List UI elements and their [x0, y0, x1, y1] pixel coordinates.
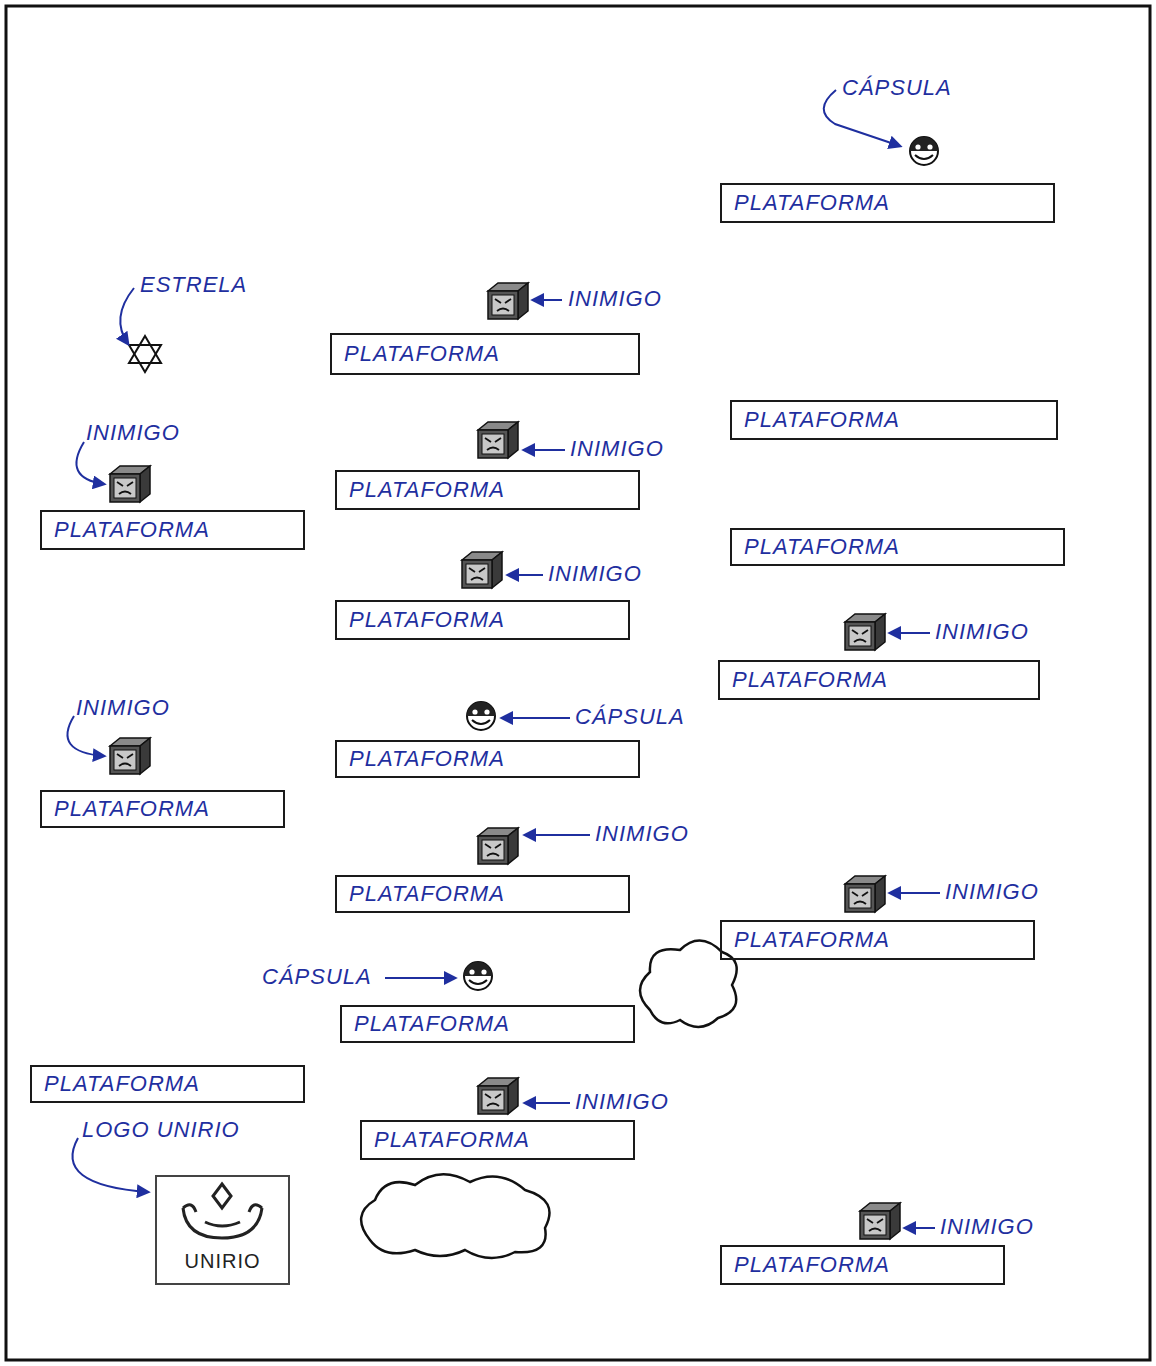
annotation-label: INIMIGO	[940, 1214, 1034, 1239]
platform-label: PLATAFORMA	[32, 1071, 200, 1096]
star-icon	[129, 336, 161, 372]
annotation-label: CÁPSULA	[262, 964, 372, 989]
annotation-label: ESTRELA	[140, 272, 247, 297]
platform-label: PLATAFORMA	[720, 667, 888, 692]
platform-label: PLATAFORMA	[342, 1011, 510, 1036]
annotation-label: INIMIGO	[76, 695, 170, 720]
enemy-icon	[110, 466, 150, 502]
platform-box: PLATAFORMA	[40, 510, 305, 550]
annotation-label: CÁPSULA	[575, 704, 685, 729]
annotation-label: LOGO UNIRIO	[82, 1117, 240, 1142]
annotation-label: INIMIGO	[575, 1089, 669, 1114]
platform-box: PLATAFORMA	[730, 400, 1058, 440]
platform-box: PLATAFORMA	[335, 875, 630, 913]
platform-box: PLATAFORMA	[335, 600, 630, 640]
page-frame	[6, 6, 1150, 1360]
enemy-icon	[845, 614, 885, 650]
enemy-icon	[488, 283, 528, 319]
enemy-icon	[860, 1203, 900, 1239]
enemy-icon	[462, 552, 502, 588]
platform-box: PLATAFORMA	[360, 1120, 635, 1160]
annotation-label: INIMIGO	[86, 420, 180, 445]
capsule-icon	[467, 702, 495, 730]
platform-label: PLATAFORMA	[722, 190, 890, 215]
enemy-icon	[478, 422, 518, 458]
platform-label: PLATAFORMA	[362, 1127, 530, 1152]
logo-box: UNIRIO	[155, 1175, 290, 1285]
platform-box: PLATAFORMA	[335, 470, 640, 510]
platform-label: PLATAFORMA	[42, 796, 210, 821]
cloud	[640, 940, 737, 1027]
platform-label: PLATAFORMA	[722, 927, 890, 952]
platform-box: PLATAFORMA	[40, 790, 285, 828]
platform-box: PLATAFORMA	[720, 1245, 1005, 1285]
platform-label: PLATAFORMA	[337, 607, 505, 632]
platform-box: PLATAFORMA	[720, 183, 1055, 223]
capsule-icon	[464, 962, 492, 990]
enemy-icon	[110, 738, 150, 774]
annotation-label: INIMIGO	[595, 821, 689, 846]
platform-box: PLATAFORMA	[335, 740, 640, 778]
enemy-icon	[478, 828, 518, 864]
platform-label: PLATAFORMA	[332, 341, 500, 366]
platform-label: PLATAFORMA	[42, 517, 210, 542]
capsule-icon	[910, 137, 938, 165]
platform-box: PLATAFORMA	[30, 1065, 305, 1103]
annotation-label: INIMIGO	[568, 286, 662, 311]
platform-label: PLATAFORMA	[732, 534, 900, 559]
annotation-label: INIMIGO	[570, 436, 664, 461]
platform-box: PLATAFORMA	[330, 333, 640, 375]
platform-box: PLATAFORMA	[340, 1005, 635, 1043]
platform-box: PLATAFORMA	[720, 920, 1035, 960]
platform-label: PLATAFORMA	[337, 746, 505, 771]
annotation-label: INIMIGO	[935, 619, 1029, 644]
platform-label: PLATAFORMA	[337, 881, 505, 906]
platform-label: PLATAFORMA	[732, 407, 900, 432]
platform-box: PLATAFORMA	[718, 660, 1040, 700]
cloud	[361, 1174, 549, 1258]
enemy-icon	[478, 1078, 518, 1114]
platform-box: PLATAFORMA	[730, 528, 1065, 566]
annotation-label: CÁPSULA	[842, 75, 952, 100]
platform-label: PLATAFORMA	[337, 477, 505, 502]
logo-symbol	[183, 1184, 262, 1238]
enemy-icon	[845, 876, 885, 912]
platform-label: UNIRIO	[179, 1250, 267, 1283]
annotation-label: INIMIGO	[945, 879, 1039, 904]
annotation-label: INIMIGO	[548, 561, 642, 586]
platform-label: PLATAFORMA	[722, 1252, 890, 1277]
leader-arrows	[67, 90, 940, 1228]
